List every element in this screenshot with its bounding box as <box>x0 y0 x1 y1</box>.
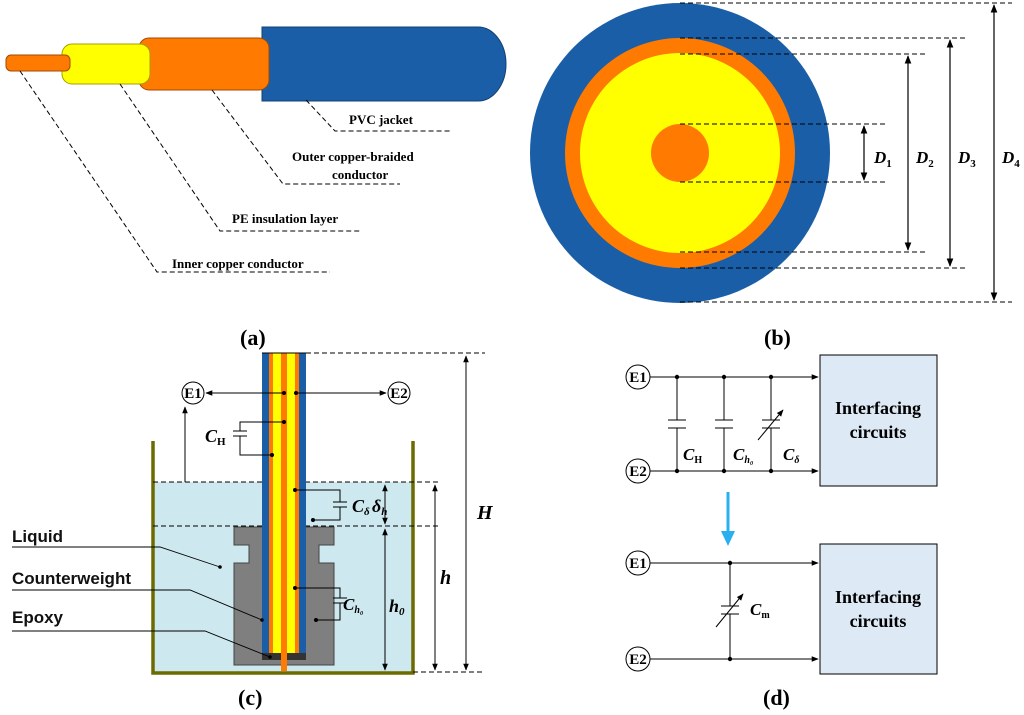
pe-insulation-layer <box>61 43 151 85</box>
ch-capacitor-symbol <box>233 421 284 456</box>
ch-dot-top <box>282 420 286 424</box>
epoxy-callout-line <box>12 630 271 658</box>
ch-dot-bottom <box>270 453 274 457</box>
d-top-cap-ch0 <box>715 377 733 471</box>
liquid-label: Liquid <box>12 527 63 546</box>
d3-label: D3 <box>957 148 976 170</box>
d-top-e2-label: E2 <box>629 464 647 480</box>
d-top-ch0-label: Ch₀ <box>733 445 754 466</box>
panel-b-cross-section: D1 D2 D3 D4 (b) <box>530 2 1020 350</box>
ch-label: CH <box>205 426 226 448</box>
callout-line-pvc <box>305 99 452 132</box>
d-top-ch-label: CH <box>683 445 702 466</box>
d-top-node-6 <box>768 468 774 474</box>
delta-h-label: δh <box>372 496 387 518</box>
d-top-node-3 <box>768 374 774 380</box>
d-transition-arrow-head <box>721 531 735 546</box>
callout-line-inner <box>19 70 330 273</box>
d-bot-node-2 <box>727 656 733 662</box>
d-top-box-line1: Interfacing <box>835 398 921 418</box>
panel-d-equivalent-circuits: E1 E2 <box>625 354 938 710</box>
H-label: H <box>476 502 494 524</box>
liquid-callout-dot <box>218 565 222 569</box>
cdelta-capacitor-symbol <box>295 489 347 521</box>
e2-label: E2 <box>390 386 408 402</box>
e1-label: E1 <box>184 386 202 402</box>
epoxy-label: Epoxy <box>12 608 64 627</box>
panel-c-label: (c) <box>238 685 262 710</box>
inner-conductor-core <box>5 54 71 72</box>
epoxy-callout-dot <box>268 655 272 659</box>
d-top-node-2 <box>721 374 727 380</box>
callout-line-pe <box>119 83 360 232</box>
d-top-interfacing-box <box>819 354 938 487</box>
ch0-dot-top <box>293 586 297 590</box>
d-top-e1-label: E1 <box>629 370 647 386</box>
e2-node <box>387 381 411 405</box>
d-bot-interfacing-box <box>819 543 938 675</box>
d-bot-box-line2: circuits <box>850 611 907 631</box>
cable-inner-conductor <box>281 353 287 671</box>
d1-label: D1 <box>873 148 892 170</box>
liquid-callout-line <box>12 546 221 568</box>
panel-a-label: (a) <box>240 325 266 350</box>
panel-d-label: (d) <box>763 685 790 710</box>
callout-inner-conductor: Inner copper conductor <box>172 256 304 271</box>
d-top-cap-cdelta <box>757 377 784 471</box>
d-bot-cm-label: Cm <box>750 600 770 621</box>
counterweight-callout-dot <box>260 618 264 622</box>
e2-tap-dot <box>294 391 298 395</box>
callout-pvc-jacket: PVC jacket <box>349 112 414 127</box>
ch0-capacitor-symbol <box>295 587 347 621</box>
counterweight-callout-line <box>12 589 263 621</box>
panel-b-label: (b) <box>764 325 791 350</box>
e1-node <box>181 381 205 405</box>
d4-label: D4 <box>1001 148 1020 170</box>
cdelta-dot-bottom <box>311 518 315 522</box>
h-label: h <box>440 567 451 589</box>
d-bot-e2-label: E2 <box>629 652 647 668</box>
h0-label: h0 <box>389 596 405 618</box>
callout-outer-braid-line1: Outer copper-braided <box>292 149 414 164</box>
d-top-box-line2: circuits <box>850 422 907 442</box>
d-top-node-5 <box>721 468 727 474</box>
d-bot-box-line1: Interfacing <box>835 587 921 607</box>
callout-pe-insulation: PE insulation layer <box>232 211 338 226</box>
container-walls <box>151 441 415 675</box>
cdelta-dot-top <box>293 488 297 492</box>
d-bot-e1-label: E1 <box>629 556 647 572</box>
callout-outer-braid-line2: conductor <box>332 167 389 182</box>
d-top-cdelta-label: Cδ <box>783 445 799 466</box>
ch0-dot-bottom <box>314 618 318 622</box>
e1-tap-dot <box>282 391 286 395</box>
ch0-label: Ch₀ <box>343 595 364 616</box>
d-top-node-1 <box>674 374 680 380</box>
d-top-cap-ch <box>668 377 686 471</box>
inner-conductor-disk <box>651 124 709 182</box>
d-bot-node-1 <box>727 560 733 566</box>
d-bot-cap-cm <box>715 563 744 659</box>
panel-c-sensor-setup: E1 E2 CH Cδ <box>12 352 494 710</box>
panel-a-cable-side-view: PVC jacket Outer copper-braided conducto… <box>5 26 507 350</box>
counterweight-label: Counterweight <box>12 569 131 588</box>
pvc-jacket-layer <box>261 26 507 102</box>
cdelta-label: Cδ <box>352 496 370 518</box>
outer-braid-layer <box>138 37 270 91</box>
d2-label: D2 <box>915 148 934 170</box>
callout-line-braid <box>211 89 400 185</box>
d-top-node-4 <box>674 468 680 474</box>
